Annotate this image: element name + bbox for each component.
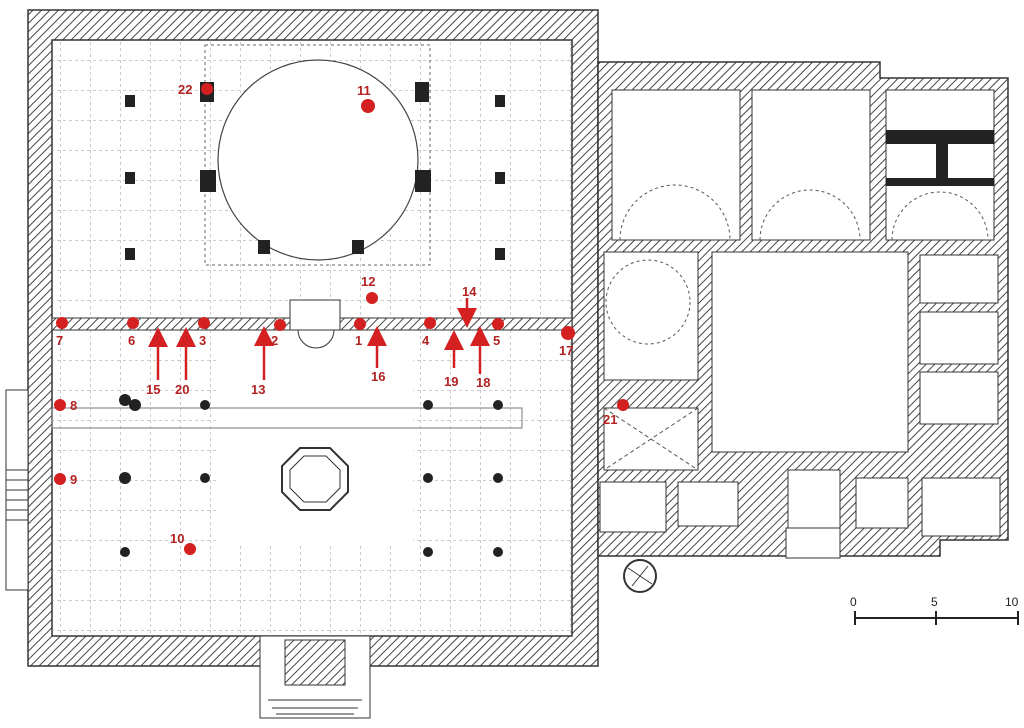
- marker-dot-8: [54, 399, 66, 411]
- marker-label-8: 8: [70, 398, 77, 413]
- marker-label-12: 12: [361, 274, 375, 289]
- arrows: [148, 298, 490, 380]
- marker-label-6: 6: [128, 333, 135, 348]
- arrow-label-16: 16: [371, 369, 385, 384]
- marker-label-11: 11: [357, 83, 371, 98]
- scale-bar: 0 5 10: [850, 595, 1019, 625]
- marker-label-7: 7: [56, 333, 63, 348]
- marker-dot-12: [366, 292, 378, 304]
- arrow-label-13: 13: [251, 382, 265, 397]
- marker-dot-7: [56, 317, 68, 329]
- marker-label-1: 1: [355, 333, 362, 348]
- mosque-walls: [5, 9, 599, 719]
- scale-tick-label: 0: [850, 595, 857, 609]
- marker-dot-1: [354, 318, 366, 330]
- marker-label-21: 21: [603, 412, 617, 427]
- marker-dot-11: [361, 99, 375, 113]
- marker-dot-9: [54, 473, 66, 485]
- marker-label-3: 3: [199, 333, 206, 348]
- arrow-label-15: 15: [146, 382, 160, 397]
- marker-dot-10: [184, 543, 196, 555]
- marker-label-10: 10: [170, 531, 184, 546]
- marker-dot-17: [561, 326, 575, 340]
- marker-dot-5: [492, 318, 504, 330]
- scale-tick-label: 10: [1005, 595, 1019, 609]
- marker-label-9: 9: [70, 472, 77, 487]
- arrow-labels: 13 14 15 16 18 19 20: [146, 284, 490, 397]
- annex-walls: [597, 61, 1009, 593]
- marker-label-4: 4: [422, 333, 430, 348]
- markers: 1 2 3 4 5 6 7 8 9 10 11 12 17 21 22: [54, 82, 629, 555]
- marker-dot-2: [274, 319, 286, 331]
- marker-label-22: 22: [178, 82, 192, 97]
- arrow-label-20: 20: [175, 382, 189, 397]
- arrow-label-14: 14: [462, 284, 477, 299]
- arrow-label-18: 18: [476, 375, 490, 390]
- marker-label-17: 17: [559, 343, 573, 358]
- marker-dot-3: [198, 317, 210, 329]
- marker-label-5: 5: [493, 333, 500, 348]
- marker-label-2: 2: [271, 333, 278, 348]
- marker-dot-21: [617, 399, 629, 411]
- marker-dot-22: [201, 83, 213, 95]
- arrow-label-19: 19: [444, 374, 458, 389]
- marker-dot-4: [424, 317, 436, 329]
- scale-tick-label: 5: [931, 595, 938, 609]
- marker-dot-6: [127, 317, 139, 329]
